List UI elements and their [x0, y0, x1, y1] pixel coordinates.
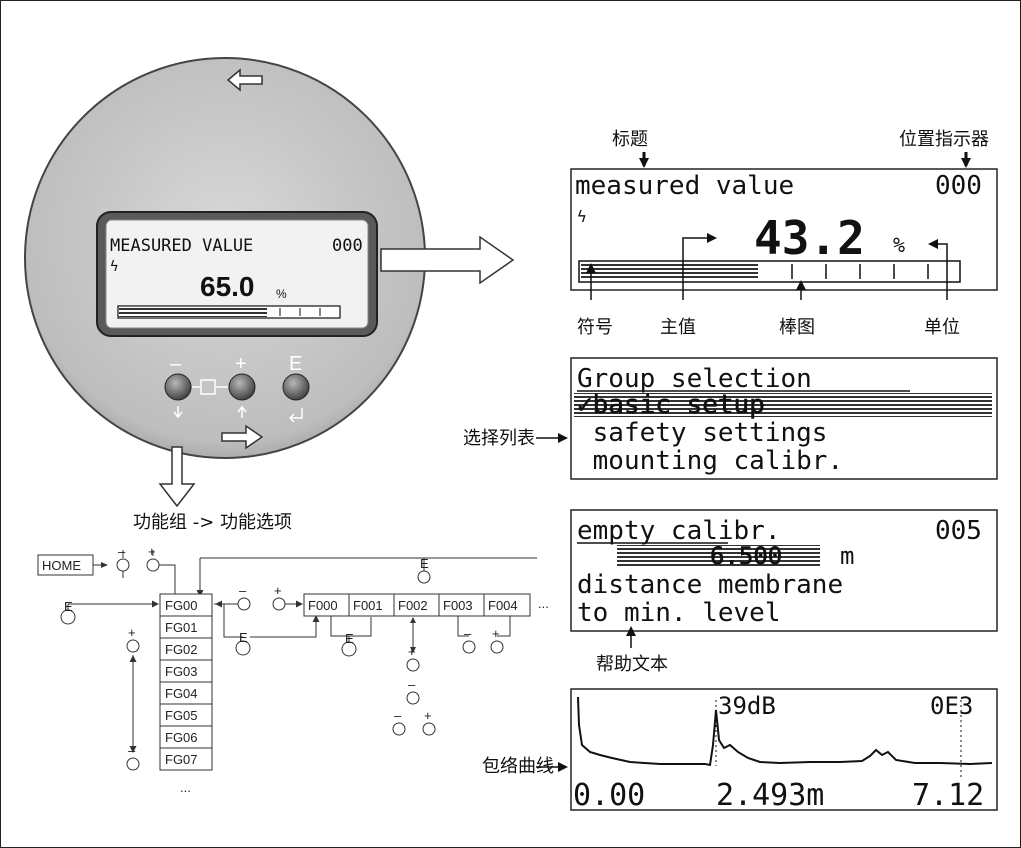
up-arrow-icon: [237, 405, 247, 418]
menu-item-mounting-calibr[interactable]: mounting calibr.: [577, 446, 843, 476]
display3-position: 005: [935, 516, 982, 546]
display4-bottom-right: 7.12: [912, 778, 984, 813]
f000-item[interactable]: F000: [308, 598, 338, 613]
fg-ellipsis: ...: [180, 780, 191, 795]
selection-highlight: [574, 393, 992, 417]
display1-unit: %: [893, 233, 905, 257]
flow-minus-f003: –: [464, 626, 472, 641]
display4-top-center: 39dB: [718, 692, 776, 720]
flow-plus-f004: +: [492, 626, 500, 641]
flow-e-func: E: [345, 631, 354, 646]
lcd-screen: [105, 219, 369, 329]
menu-flow-diagram: [37, 550, 537, 771]
f001-item[interactable]: F001: [353, 598, 383, 613]
display-empty-calibr: [570, 509, 998, 632]
rotate-arrow-icon: [226, 68, 263, 92]
display2-title: Group selection: [577, 364, 812, 394]
display3-title: empty calibr.: [577, 516, 781, 546]
selection-list-label: 选择列表: [463, 428, 535, 449]
device-front: MEASURED VALUE 000 ϟ 65.0 % – + E: [24, 57, 426, 459]
main-value-label: 主值: [660, 317, 696, 338]
e-key-button[interactable]: [282, 373, 310, 401]
rotate-arrow-bottom-icon: [221, 424, 264, 450]
flow-minus-f002: –: [408, 677, 416, 692]
flow-plus-fg: +: [274, 583, 282, 598]
display4-top-right: 0E3: [930, 692, 973, 720]
display1-value: 43.2: [754, 211, 865, 265]
display4-bottom-left: 0.00: [573, 778, 645, 813]
bargraph-label: 棒图: [779, 317, 815, 338]
flow-minus-home: –: [118, 544, 126, 559]
fg03-item[interactable]: FG03: [165, 664, 198, 679]
position-indicator-label: 位置指示器: [899, 129, 989, 150]
flow-e-left: E: [64, 599, 73, 614]
unit-label: 单位: [924, 317, 960, 338]
display3-value: 6.500: [710, 542, 782, 570]
down-arrow-icon: [173, 406, 183, 419]
fg05-item[interactable]: FG05: [165, 708, 198, 723]
value-edit-field[interactable]: [617, 545, 820, 567]
display-group-selection: [570, 357, 998, 480]
key-e-label: E: [289, 353, 302, 375]
f004-item[interactable]: F004: [488, 598, 518, 613]
flow-e-top: E: [420, 556, 429, 571]
menu-item-basic-setup[interactable]: ✓basic setup: [577, 390, 765, 421]
plus-key-button[interactable]: [228, 373, 256, 401]
fg07-item[interactable]: FG07: [165, 752, 198, 767]
fg01-item[interactable]: FG01: [165, 620, 198, 635]
flow-plus-f002: +: [408, 644, 416, 659]
lcd-title: MEASURED VALUE: [110, 236, 253, 256]
lcd-position: 000: [332, 236, 363, 256]
lcd-unit: %: [276, 287, 287, 301]
flow-plus-left: +: [128, 625, 136, 640]
help-text-label: 帮助文本: [596, 654, 668, 675]
fg02-item[interactable]: FG02: [165, 642, 198, 657]
f002-item[interactable]: F002: [398, 598, 428, 613]
enter-icon: [289, 408, 303, 423]
symbol-label: 符号: [577, 317, 613, 338]
lcd-bargraph: [117, 305, 341, 319]
home-box[interactable]: HOME: [42, 558, 81, 573]
display4-bottom-center: 2.493m: [716, 778, 824, 813]
menu-flow-labels: HOME FG00 FG01 FG02 FG03 FG04 FG05 FG06 …: [42, 544, 549, 795]
key-plus-label: +: [235, 353, 247, 375]
flow-minus-fg: –: [239, 583, 247, 598]
display1-position: 000: [935, 171, 982, 201]
envelope-curve-trace: [577, 696, 993, 767]
key-minus-label: –: [170, 353, 182, 375]
flow-plus-home: +: [148, 544, 156, 559]
display1-symbol: ϟ: [577, 207, 587, 226]
minus-key-button[interactable]: [164, 373, 192, 401]
display-envelope-curve: [570, 688, 998, 811]
lcd-value: 65.0: [200, 271, 255, 302]
display1-bargraph: [578, 260, 961, 283]
display3-help-line2: to min. level: [577, 598, 781, 628]
title-label: 标题: [612, 129, 648, 150]
display3-help-line1: distance membrane: [577, 570, 843, 600]
display3-unit: m: [840, 542, 854, 570]
fg00-item[interactable]: FG00: [165, 598, 198, 613]
escape-combo-icon: [192, 379, 228, 395]
fg06-item[interactable]: FG06: [165, 730, 198, 745]
f003-item[interactable]: F003: [443, 598, 473, 613]
group-to-function-label: 功能组 -> 功能选项: [133, 512, 292, 533]
menu-down-arrow: [158, 446, 196, 508]
fg04-item[interactable]: FG04: [165, 686, 198, 701]
flow-plus-f002b: +: [424, 708, 432, 723]
envelope-curve-label: 包络曲线: [482, 756, 554, 777]
display-detail-arrow: [380, 235, 515, 285]
menu-item-safety-settings[interactable]: safety settings: [577, 418, 827, 448]
display1-title: measured value: [575, 171, 794, 201]
flow-minus-f002b: –: [394, 708, 402, 723]
function-ellipsis: ...: [538, 596, 549, 611]
lcd-symbol: ϟ: [110, 259, 118, 275]
flow-minus-left: –: [128, 743, 136, 758]
flow-e-fg: E: [239, 630, 248, 645]
